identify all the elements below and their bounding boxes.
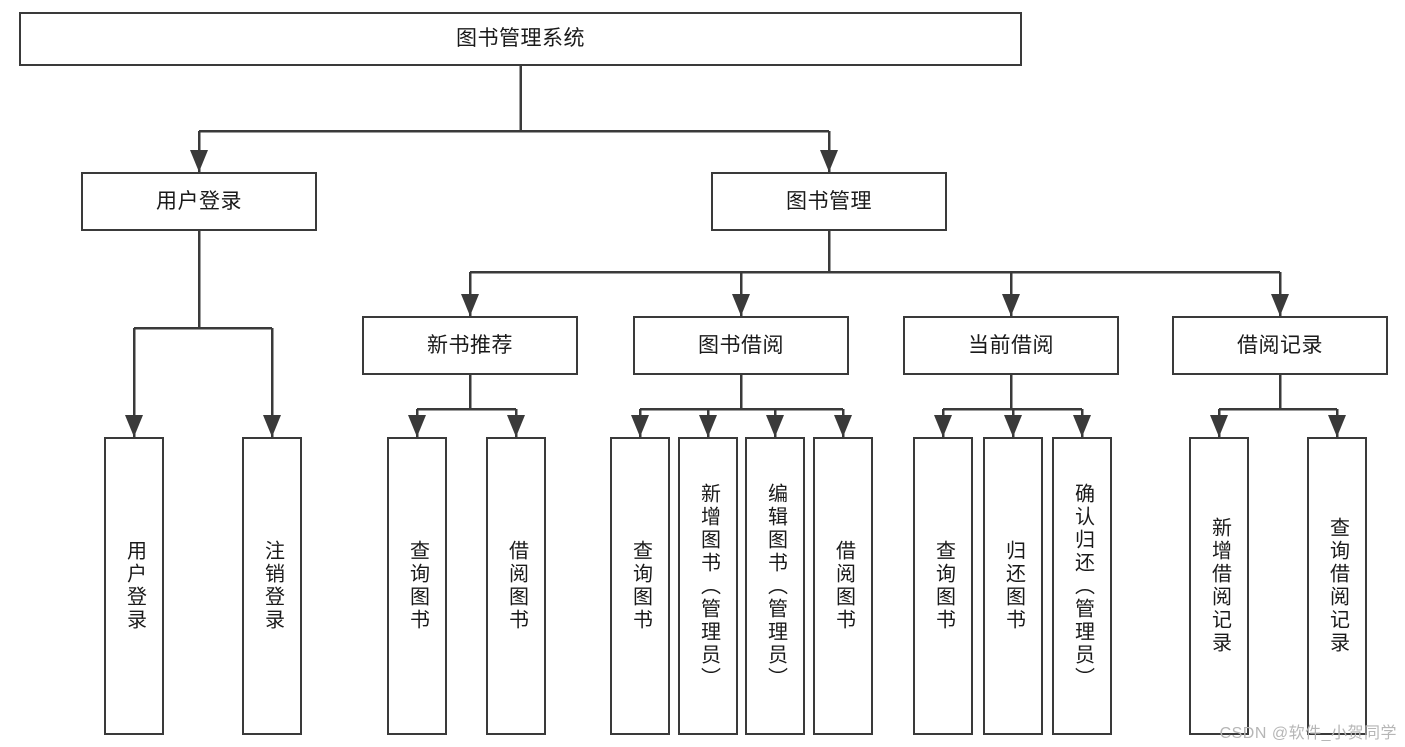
node-current[interactable]: 当前借阅 [903,316,1119,375]
arrowhead-icon [699,415,717,437]
node-label: 查询图书 [629,540,652,632]
node-label: 借阅图书 [505,540,528,632]
node-label: 图书管理 [786,189,872,213]
watermark-label: CSDN @软件_小贺同学 [1219,725,1397,742]
arrowhead-icon [1210,415,1228,437]
node-l_edit[interactable]: 编辑图书（管理员） [745,437,805,735]
node-label: 归还图书 [1002,540,1025,632]
node-l_logout[interactable]: 注销登录 [242,437,302,735]
node-l_add[interactable]: 新增图书（管理员） [678,437,738,735]
node-label: 确认归还（管理员） [1071,482,1094,690]
node-label: 用户登录 [156,189,242,213]
node-label: 新增借阅记录 [1208,517,1231,655]
arrowhead-icon [834,415,852,437]
node-l_conf[interactable]: 确认归还（管理员） [1052,437,1112,735]
arrowhead-icon [766,415,784,437]
arrowhead-icon [1073,415,1091,437]
node-label: 用户登录 [123,540,146,632]
node-l_addrec[interactable]: 新增借阅记录 [1189,437,1249,735]
arrowhead-icon [1271,294,1289,316]
node-borrow[interactable]: 图书借阅 [633,316,849,375]
arrowhead-icon [1328,415,1346,437]
arrowhead-icon [461,294,479,316]
node-l_qrec[interactable]: 查询借阅记录 [1307,437,1367,735]
node-l_q1[interactable]: 查询图书 [387,437,447,735]
node-l_q2[interactable]: 查询图书 [610,437,670,735]
arrowhead-icon [125,415,143,437]
arrowhead-icon [820,150,838,172]
node-label: 查询图书 [932,540,955,632]
node-login[interactable]: 用户登录 [81,172,317,231]
arrowhead-icon [934,415,952,437]
node-label: 图书管理系统 [456,27,585,51]
node-label: 查询借阅记录 [1326,517,1349,655]
node-records[interactable]: 借阅记录 [1172,316,1388,375]
node-label: 注销登录 [261,540,284,632]
arrowhead-icon [1004,415,1022,437]
node-label: 新增图书（管理员） [697,482,720,690]
node-label: 当前借阅 [968,333,1054,357]
node-l_login[interactable]: 用户登录 [104,437,164,735]
arrowhead-icon [507,415,525,437]
arrowhead-icon [631,415,649,437]
node-l_q3[interactable]: 查询图书 [913,437,973,735]
node-label: 借阅记录 [1237,333,1323,357]
node-label: 新书推荐 [427,333,513,357]
node-label: 借阅图书 [832,540,855,632]
arrowhead-icon [408,415,426,437]
node-bookmgmt[interactable]: 图书管理 [711,172,947,231]
node-newrec[interactable]: 新书推荐 [362,316,578,375]
arrowhead-icon [1002,294,1020,316]
node-label: 编辑图书（管理员） [764,482,787,690]
node-l_ret[interactable]: 归还图书 [983,437,1043,735]
node-l_b2[interactable]: 借阅图书 [813,437,873,735]
node-label: 查询图书 [406,540,429,632]
arrowhead-icon [190,150,208,172]
arrowhead-icon [263,415,281,437]
node-l_b1[interactable]: 借阅图书 [486,437,546,735]
arrowhead-icon [732,294,750,316]
node-label: 图书借阅 [698,333,784,357]
node-root[interactable]: 图书管理系统 [19,12,1022,66]
